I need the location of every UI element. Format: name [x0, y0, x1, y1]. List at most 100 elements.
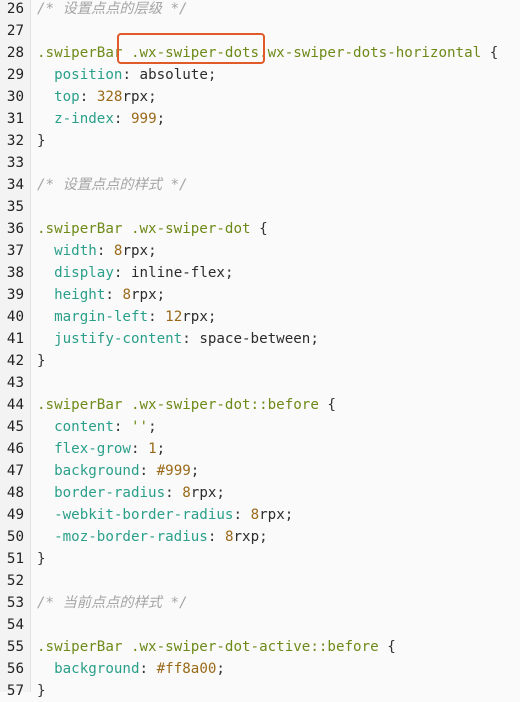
code-line[interactable]: 32}: [0, 130, 520, 152]
code-line[interactable]: 54: [0, 614, 520, 636]
code-token: rpx: [182, 309, 208, 325]
code-token: 8: [182, 485, 191, 501]
code-token: ;: [156, 441, 166, 457]
code-line[interactable]: 37 width: 8rpx;: [0, 240, 520, 262]
code-token: .swiperBar .wx-swiper-dot::before: [37, 397, 319, 413]
code-token: [37, 507, 54, 523]
line-code: .swiperBar .wx-swiper-dot::before {: [37, 394, 336, 416]
code-line[interactable]: 41 justify-content: space-between;: [0, 328, 520, 350]
code-token: 8: [250, 507, 260, 523]
code-line[interactable]: 42}: [0, 350, 520, 372]
line-number: 57: [6, 683, 24, 699]
code-token: justify-content: [54, 331, 183, 347]
code-line[interactable]: 56 background: #ff8a00;: [0, 658, 520, 680]
line-code: top: 328rpx;: [37, 86, 157, 108]
code-token: ;: [190, 463, 200, 479]
code-line[interactable]: 39 height: 8rpx;: [0, 284, 520, 306]
line-code: /* 当前点点的样式 */: [37, 592, 188, 614]
code-token: 1: [148, 441, 157, 457]
line-code: -moz-border-radius: 8rxp;: [37, 526, 268, 548]
code-line[interactable]: 35: [0, 196, 520, 218]
code-token: z-index: [54, 111, 114, 127]
line-number: 51: [6, 551, 24, 567]
code-token: #ff8a00: [156, 661, 217, 677]
code-token: {: [481, 45, 499, 61]
line-number: 49: [6, 507, 24, 523]
code-token: .swiperBar: [37, 45, 131, 61]
code-token: :: [79, 89, 97, 105]
line-code: background: #ff8a00;: [37, 658, 225, 680]
code-token: [37, 419, 54, 435]
code-token: /* 设置点点的样式 */: [37, 177, 188, 193]
line-code: /* 设置点点的样式 */: [37, 174, 188, 196]
code-line[interactable]: 27: [0, 20, 520, 42]
code-token: [37, 67, 54, 83]
code-token: [37, 331, 54, 347]
code-token: ;: [207, 309, 217, 325]
code-line[interactable]: 38 display: inline-flex;: [0, 262, 520, 284]
code-line[interactable]: 51}: [0, 548, 520, 570]
code-line[interactable]: 55.swiperBar .wx-swiper-dot-active::befo…: [0, 636, 520, 658]
code-token: [37, 287, 54, 303]
code-line[interactable]: 52: [0, 570, 520, 592]
code-line[interactable]: 45 content: '';: [0, 416, 520, 438]
code-line[interactable]: 34/* 设置点点的样式 */: [0, 174, 520, 196]
line-code: }: [37, 680, 46, 702]
line-code: justify-content: space-between;: [37, 328, 319, 350]
code-line[interactable]: 30 top: 328rpx;: [0, 86, 520, 108]
line-code: width: 8rpx;: [37, 240, 157, 262]
code-token: -moz-border-radius: [54, 529, 208, 545]
code-token: ;: [148, 89, 157, 105]
code-line[interactable]: 40 margin-left: 12rpx;: [0, 306, 520, 328]
code-line[interactable]: 49 -webkit-border-radius: 8rpx;: [0, 504, 520, 526]
code-token: /* 设置点点的层级 */: [37, 1, 188, 17]
code-line[interactable]: 48 border-radius: 8rpx;: [0, 482, 520, 504]
code-line[interactable]: 36.swiperBar .wx-swiper-dot {: [0, 218, 520, 240]
line-number: 31: [6, 111, 24, 127]
code-token: 8: [122, 287, 131, 303]
code-line[interactable]: 29 position: absolute;: [0, 64, 520, 86]
code-line[interactable]: 46 flex-grow: 1;: [0, 438, 520, 460]
code-token: display: [54, 265, 114, 281]
code-token: }: [37, 551, 46, 567]
line-number: 32: [6, 133, 24, 149]
code-line[interactable]: 26/* 设置点点的层级 */: [0, 0, 520, 20]
code-token: inline-flex: [130, 265, 225, 281]
code-token: height: [54, 287, 106, 303]
code-line[interactable]: 33: [0, 152, 520, 174]
line-number: 28: [6, 45, 24, 61]
code-token: ;: [148, 243, 157, 259]
code-line[interactable]: 47 background: #999;: [0, 460, 520, 482]
code-token: ;: [156, 111, 166, 127]
code-token: :: [139, 463, 157, 479]
code-token: :: [96, 243, 114, 259]
code-token: ;: [224, 265, 234, 281]
code-line[interactable]: 57}: [0, 680, 520, 702]
code-line[interactable]: 44.swiperBar .wx-swiper-dot::before {: [0, 394, 520, 416]
code-line[interactable]: 31 z-index: 999;: [0, 108, 520, 130]
code-token: background: [54, 463, 140, 479]
line-number: 52: [6, 573, 24, 589]
line-number: 43: [6, 375, 24, 391]
line-number: 36: [6, 221, 24, 237]
code-line[interactable]: 50 -moz-border-radius: 8rxp;: [0, 526, 520, 548]
code-token: [37, 463, 54, 479]
code-line[interactable]: 53/* 当前点点的样式 */: [0, 592, 520, 614]
line-number: 42: [6, 353, 24, 369]
line-number-gutter: [0, 0, 31, 692]
code-line[interactable]: 43: [0, 372, 520, 394]
code-token: [37, 661, 54, 677]
code-token: flex-grow: [54, 441, 131, 457]
line-code: position: absolute;: [37, 64, 216, 86]
line-code: z-index: 999;: [37, 108, 165, 130]
code-line[interactable]: 28.swiperBar .wx-swiper-dots.wx-swiper-d…: [0, 42, 520, 64]
selector-highlight-box: [117, 33, 265, 64]
code-token: top: [54, 89, 80, 105]
line-code: display: inline-flex;: [37, 262, 234, 284]
code-token: content: [54, 419, 114, 435]
line-code: border-radius: 8rpx;: [37, 482, 225, 504]
line-code: margin-left: 12rpx;: [37, 306, 216, 328]
line-code: -webkit-border-radius: 8rpx;: [37, 504, 293, 526]
